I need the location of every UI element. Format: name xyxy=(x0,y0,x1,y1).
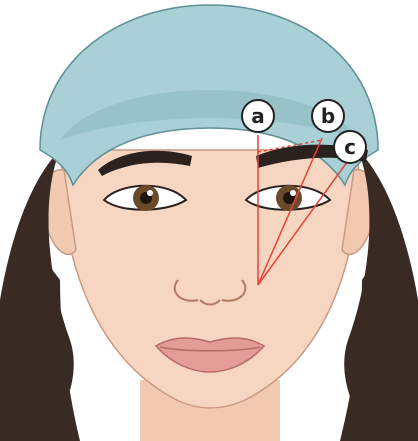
label-a-text: a xyxy=(251,104,265,128)
label-c-text: c xyxy=(344,135,356,159)
label-b: b xyxy=(312,100,344,132)
label-b-text: b xyxy=(321,104,335,128)
label-a: a xyxy=(242,100,274,132)
label-c: c xyxy=(334,131,366,163)
